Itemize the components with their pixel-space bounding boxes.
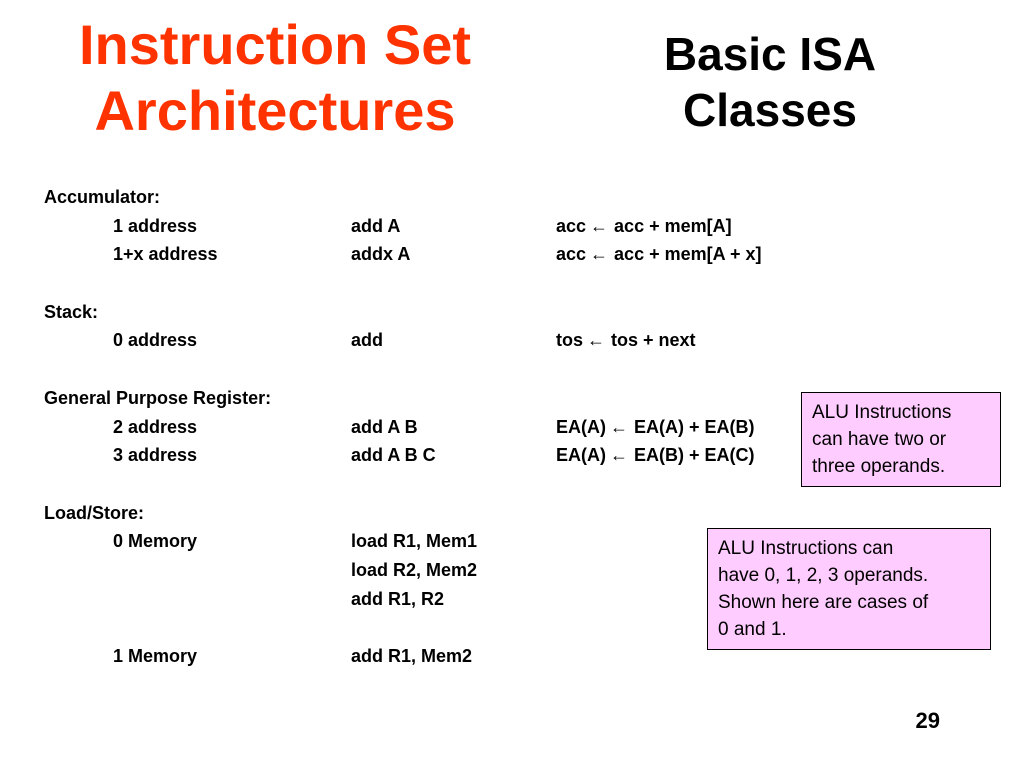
isa-class-list: Accumulator: 1 address add A acc←acc + m… xyxy=(44,183,804,671)
note-line: Shown here are cases of xyxy=(718,592,929,613)
address-mode: 3 address xyxy=(113,445,198,466)
list-item: 2 address add A B EA(A)← EA(A) + EA(B) xyxy=(44,413,804,442)
spacer xyxy=(44,613,804,642)
instruction: addx A xyxy=(351,244,411,265)
address-mode: 0 Memory xyxy=(113,531,198,552)
list-item: 3 address add A B C EA(A)← EA(B) + EA(C) xyxy=(44,441,804,470)
note-line: three operands. xyxy=(812,456,946,477)
note-line: 0 and 1. xyxy=(718,619,787,640)
subtitle-line-2: Classes xyxy=(683,84,857,136)
instruction: add R1, R2 xyxy=(351,588,445,609)
instruction: add A B xyxy=(351,416,418,437)
semantics-rhs: acc + mem[A] xyxy=(614,215,732,236)
page-number: 29 xyxy=(915,708,940,733)
note-alu-cases: ALU Instructions can have 0, 1, 2, 3 ope… xyxy=(707,528,991,650)
address-mode: 1 Memory xyxy=(113,646,198,666)
semantics: acc←acc + mem[A + x] xyxy=(556,240,761,269)
semantics-rhs: EA(A) + EA(B) xyxy=(634,416,755,437)
address-mode: 0 address xyxy=(113,330,198,351)
instruction: load R2, Mem2 xyxy=(351,559,478,580)
section-heading-accumulator: Accumulator: xyxy=(44,183,804,212)
subtitle-line-1: Basic ISA xyxy=(663,28,877,80)
title-line-2: Architectures xyxy=(94,79,456,142)
semantics-lhs: acc xyxy=(556,215,587,236)
spacer xyxy=(44,355,804,384)
heading-text: Accumulator: xyxy=(44,187,161,207)
semantics-lhs: EA(A) xyxy=(556,416,606,437)
semantics: acc←acc + mem[A] xyxy=(556,212,732,241)
note-alu-operands: ALU Instructions can have two or three o… xyxy=(801,392,1001,487)
address-mode: 2 address xyxy=(113,416,198,437)
slide-title: Instruction Set Architectures xyxy=(40,12,510,144)
address-mode: 1+x address xyxy=(113,244,218,265)
list-item: 0 address add tos← tos + next xyxy=(44,326,804,355)
heading-text: Stack: xyxy=(44,301,99,322)
note-line: can have two or xyxy=(812,429,947,450)
list-item: 1 Memory add R1, Mem2 xyxy=(44,642,804,671)
left-arrow-icon: ← xyxy=(587,330,605,351)
address-mode: 1 address xyxy=(113,215,198,236)
semantics: EA(A)← EA(A) + EA(B) xyxy=(556,413,755,442)
left-arrow-icon: ← xyxy=(590,215,609,236)
left-arrow-icon: ← xyxy=(610,416,628,437)
section-heading-stack: Stack: xyxy=(44,298,804,327)
semantics-rhs: tos + next xyxy=(611,330,696,351)
list-item: 1+x address addx A acc←acc + mem[A + x] xyxy=(44,240,804,269)
semantics-lhs: acc xyxy=(556,244,587,265)
heading-text: Load/Store: xyxy=(44,502,145,523)
semantics: tos← tos + next xyxy=(556,326,696,355)
instruction: add xyxy=(351,330,384,351)
left-arrow-icon: ← xyxy=(590,244,609,265)
semantics-rhs: EA(B) + EA(C) xyxy=(634,445,755,466)
spacer xyxy=(44,470,804,499)
semantics-lhs: tos xyxy=(556,330,583,351)
note-line: ALU Instructions xyxy=(812,402,952,423)
semantics: EA(A)← EA(B) + EA(C) xyxy=(556,441,755,470)
list-item: 1 address add A acc←acc + mem[A] xyxy=(44,212,804,241)
note-line: have 0, 1, 2, 3 operands. xyxy=(718,565,929,586)
semantics-lhs: EA(A) xyxy=(556,445,606,466)
instruction: add A xyxy=(351,215,401,236)
instruction: add R1, Mem2 xyxy=(351,646,473,666)
section-heading-gpr: General Purpose Register: xyxy=(44,384,804,413)
left-arrow-icon: ← xyxy=(610,445,628,466)
spacer xyxy=(44,269,804,298)
list-item: load R2, Mem2 xyxy=(44,556,804,585)
slide-subtitle: Basic ISA Classes xyxy=(620,26,920,138)
semantics-rhs: acc + mem[A + x] xyxy=(614,244,762,265)
instruction: add A B C xyxy=(351,445,436,466)
section-heading-loadstore: Load/Store: xyxy=(44,499,804,528)
list-item: add R1, R2 xyxy=(44,585,804,614)
list-item: 0 Memory load R1, Mem1 xyxy=(44,527,804,556)
instruction: load R1, Mem1 xyxy=(351,531,478,552)
note-line: ALU Instructions can xyxy=(718,538,894,559)
heading-text: General Purpose Register: xyxy=(44,387,272,408)
title-line-1: Instruction Set xyxy=(78,13,472,76)
